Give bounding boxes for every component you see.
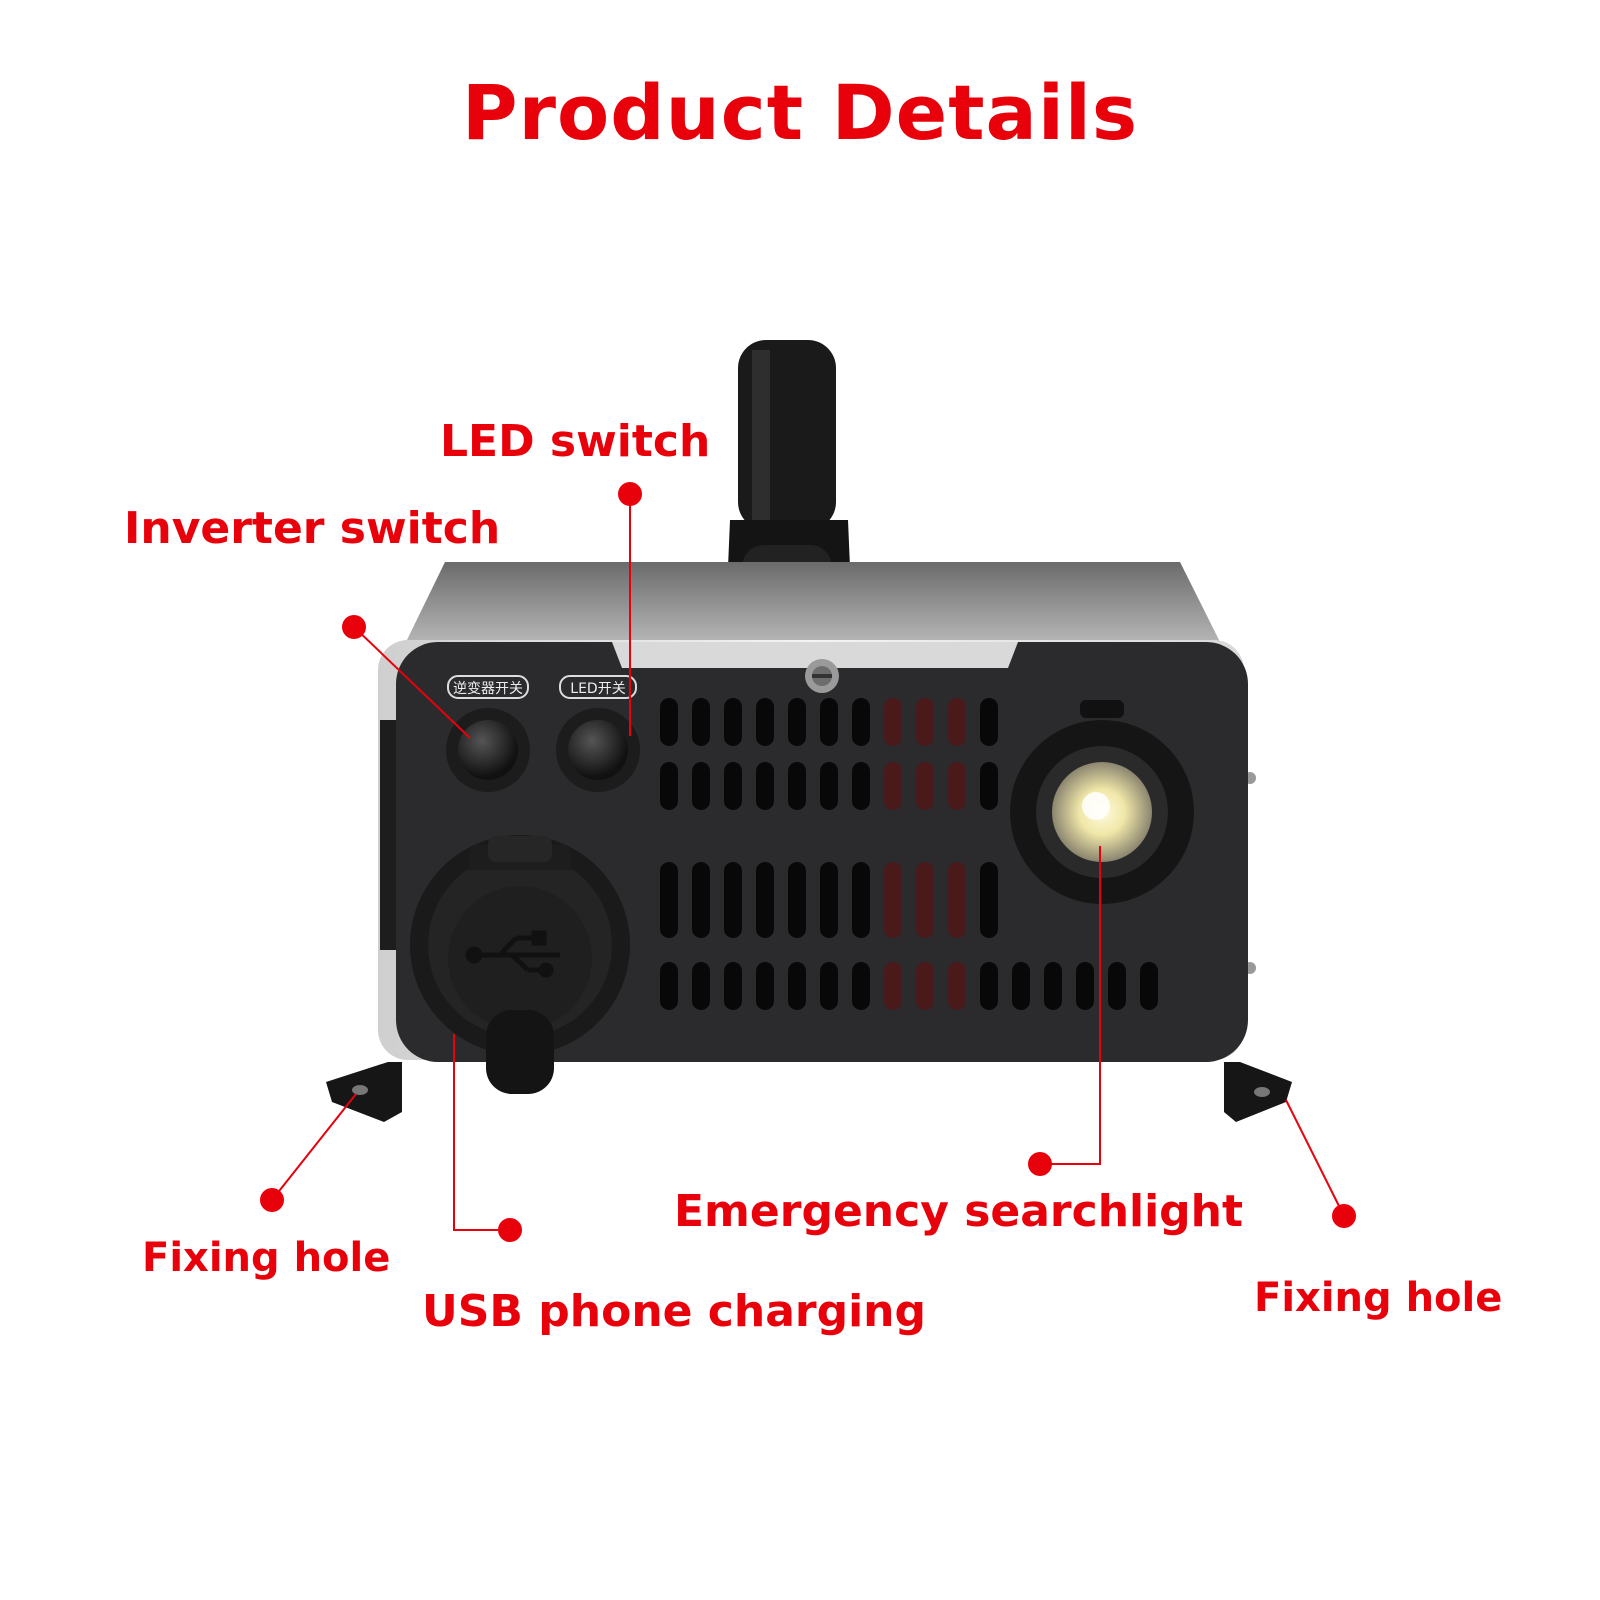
vent-slot — [948, 962, 966, 1010]
vent-slot — [692, 962, 710, 1010]
vent-slot — [884, 698, 902, 746]
vent-slot — [980, 762, 998, 810]
vent-slot — [660, 698, 678, 746]
vent-slot — [660, 862, 678, 938]
led-switch-plate: LED开关 — [559, 675, 637, 699]
vent-slot — [852, 962, 870, 1010]
vent-slot — [1140, 962, 1158, 1010]
vent-slot — [1044, 962, 1062, 1010]
vent-slot — [980, 962, 998, 1010]
vent-slot — [916, 862, 934, 938]
usb-icon — [465, 930, 560, 978]
vent-slot — [948, 762, 966, 810]
dot-fixing-hole-right — [1332, 1204, 1356, 1228]
vent-slot — [660, 962, 678, 1010]
vent-slot — [884, 762, 902, 810]
dot-led-switch — [618, 482, 642, 506]
vent-slot — [724, 698, 742, 746]
vent-slot — [852, 862, 870, 938]
vent-slot — [756, 762, 774, 810]
vent-slot — [724, 862, 742, 938]
vent-slot — [692, 698, 710, 746]
vent-slot — [756, 698, 774, 746]
vent-slot — [820, 962, 838, 1010]
dot-inverter-switch — [342, 615, 366, 639]
led-switch-device-label: LED开关 — [570, 681, 625, 697]
screw-icon — [805, 659, 839, 693]
vent-slot — [884, 962, 902, 1010]
mounting-foot-right — [1224, 1062, 1292, 1122]
vent-slot — [948, 862, 966, 938]
vent-slot — [852, 762, 870, 810]
vent-slot — [820, 762, 838, 810]
housing-top — [404, 562, 1222, 646]
vent-slot — [820, 862, 838, 938]
vent-slot — [692, 862, 710, 938]
usb-charging-port[interactable] — [410, 835, 630, 1094]
vent-slot — [916, 698, 934, 746]
dot-fixing-hole-left — [260, 1188, 284, 1212]
vent-slot — [692, 762, 710, 810]
vent-slot — [980, 862, 998, 938]
inverter-switch-button[interactable] — [446, 708, 530, 792]
callout-fixing-hole-right: Fixing hole — [1254, 1275, 1503, 1321]
vent-slot — [788, 698, 806, 746]
vent-slot — [756, 862, 774, 938]
vent-slot — [852, 698, 870, 746]
callout-inverter-switch: Inverter switch — [124, 503, 501, 554]
vent-slot — [756, 962, 774, 1010]
vent-slot — [1076, 962, 1094, 1010]
dot-usb-charging — [498, 1218, 522, 1242]
callout-leaders — [271, 494, 1345, 1231]
page-title: Product Details — [461, 68, 1139, 157]
vent-slot — [788, 862, 806, 938]
vent-slot — [884, 862, 902, 938]
callout-dots — [260, 482, 1356, 1242]
callout-led-switch: LED switch — [440, 416, 711, 467]
inverter-switch-plate: 逆变器开关 — [447, 675, 529, 699]
vent-slot — [788, 962, 806, 1010]
vent-slot — [948, 698, 966, 746]
vent-slot — [1012, 962, 1030, 1010]
ventilation-grille — [660, 698, 1158, 1010]
searchlight-lens-icon — [1052, 762, 1152, 862]
callout-fixing-hole-left: Fixing hole — [142, 1235, 391, 1281]
vent-slot — [820, 698, 838, 746]
vent-slot — [916, 762, 934, 810]
led-switch-button[interactable] — [556, 708, 640, 792]
vent-slot — [660, 762, 678, 810]
dot-searchlight — [1028, 1152, 1052, 1176]
vent-slot — [980, 698, 998, 746]
inverter-switch-device-label: 逆变器开关 — [453, 681, 523, 697]
callout-emergency-searchlight: Emergency searchlight — [674, 1186, 1244, 1237]
mounting-foot-left — [326, 1062, 402, 1122]
vent-slot — [724, 762, 742, 810]
vent-slot — [724, 962, 742, 1010]
vent-slot — [788, 762, 806, 810]
vent-slot — [916, 962, 934, 1010]
vent-slot — [1108, 962, 1126, 1010]
emergency-searchlight — [1010, 700, 1194, 904]
callout-usb-phone-charging: USB phone charging — [422, 1286, 927, 1337]
